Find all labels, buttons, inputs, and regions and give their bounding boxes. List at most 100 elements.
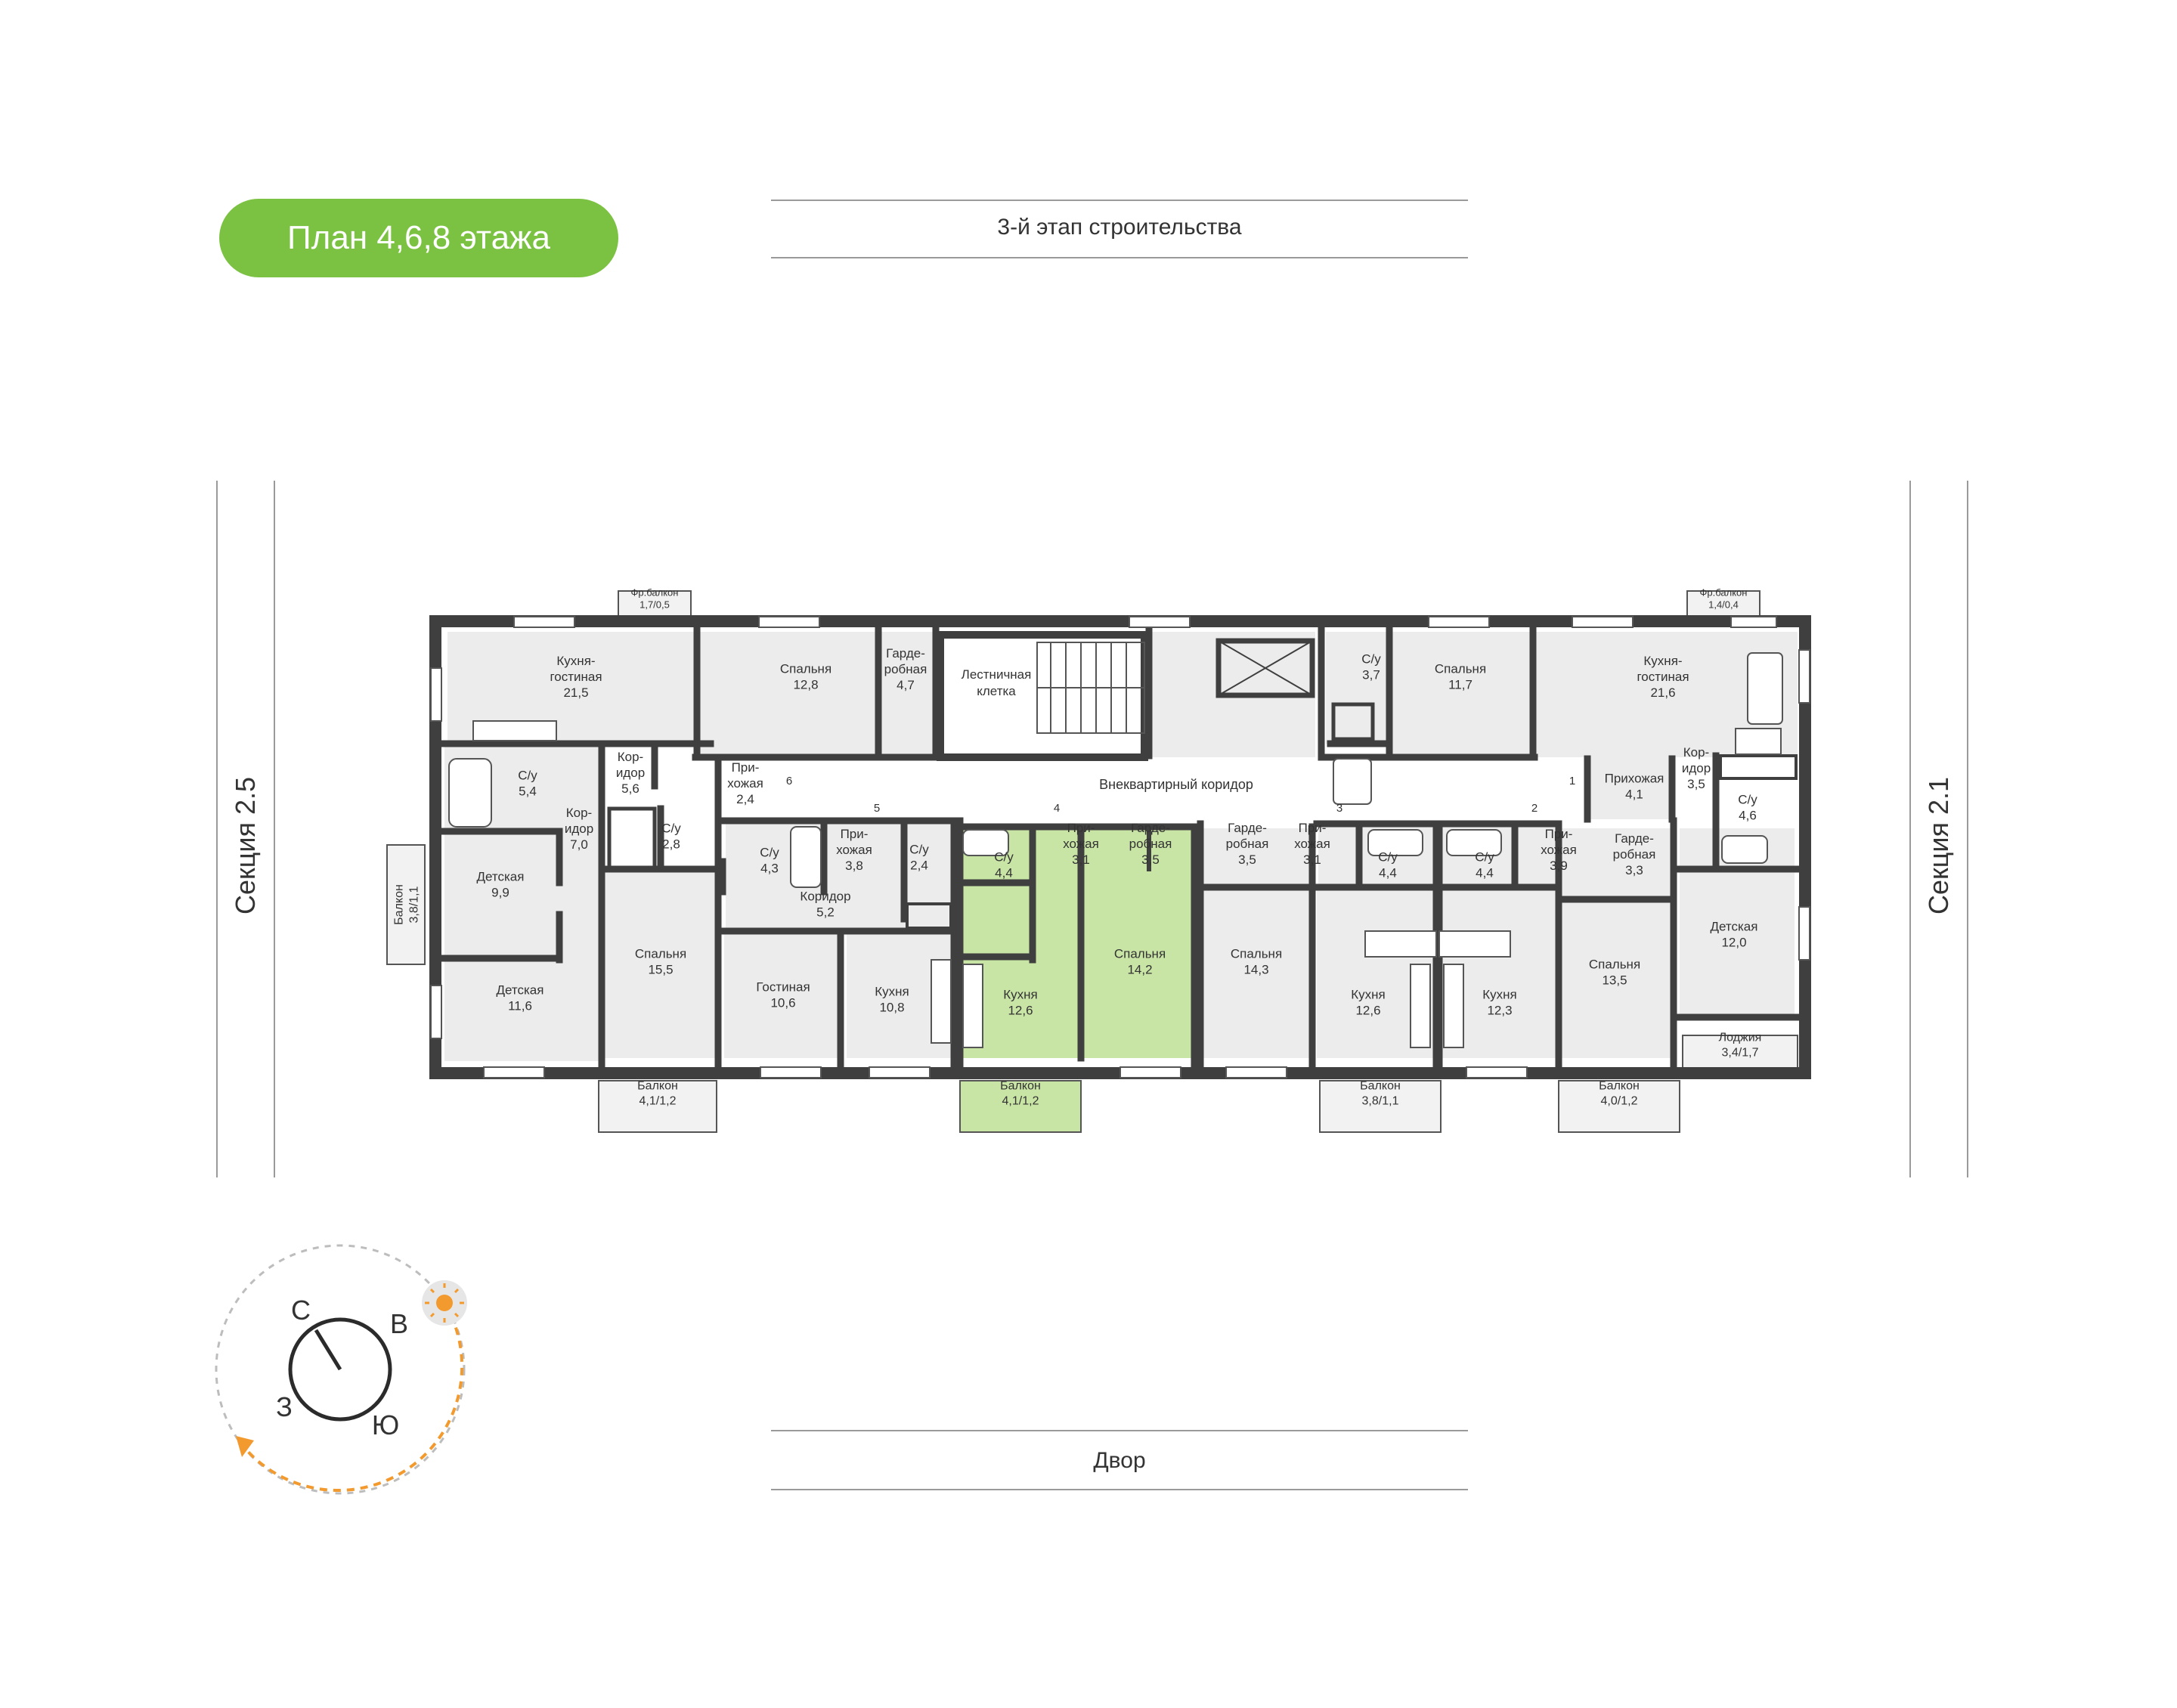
room-label-line: 11,7: [1448, 677, 1472, 692]
room-label-line: 5,2: [816, 905, 835, 919]
room-label-line: Спальня: [1435, 661, 1486, 676]
room-label-line: С/у: [760, 845, 779, 859]
compass-south: Ю: [372, 1409, 399, 1440]
room-label-line: При-: [841, 827, 869, 841]
floor-fr-balcony-left: [618, 590, 692, 620]
room-label-line: Спальня: [635, 946, 686, 961]
sun-path-arc: [242, 1301, 464, 1492]
room-label-line: хожая: [1294, 837, 1330, 851]
room-label-line: 12,8: [793, 677, 818, 692]
sun-icon: [436, 1295, 453, 1311]
door-number-5: 5: [874, 802, 880, 815]
compass-needle: [314, 1329, 342, 1371]
room-label-line: Кор-: [566, 806, 592, 820]
room-label-line: 3,1: [1072, 852, 1090, 867]
sun-rays-icon: [425, 1283, 464, 1323]
room-label-line: 10,8: [879, 1000, 904, 1014]
room-label-line: 12,6: [1008, 1003, 1033, 1017]
corridor-label: Внеквартирный коридор: [1099, 777, 1253, 792]
room-label-line: С/у: [994, 849, 1014, 864]
floor-balcony-2: [959, 1080, 1082, 1133]
room-label-line: Спальня: [1114, 946, 1166, 961]
room-label-line: 14,3: [1243, 962, 1268, 976]
room-label-line: При-: [1545, 827, 1573, 841]
room-label-line: хожая: [727, 776, 763, 791]
door-number-1: 1: [1569, 775, 1575, 787]
room-label-line: С/у: [661, 821, 681, 835]
floor-bedroom-11-7: [1389, 632, 1533, 757]
room-label-line: 7,0: [570, 837, 588, 852]
room-label-line: 3,9: [1550, 859, 1568, 873]
right-section-line-a: [1909, 481, 1911, 1177]
room-label-line: 4,4: [995, 865, 1013, 880]
room-label-line: Прихожая: [1605, 771, 1664, 785]
floor-bath-3-7: [1326, 632, 1389, 744]
room-label-line: робная: [1226, 837, 1269, 851]
bottom-caption-line-upper: [771, 1430, 1468, 1431]
room-label-line: 5,4: [519, 784, 537, 798]
floor-balcony-4: [1558, 1080, 1680, 1133]
room-label-line: Кухня: [875, 984, 909, 998]
room-label-line: 4,6: [1739, 808, 1757, 822]
room-label-line: Гарде-: [1228, 821, 1267, 835]
room-label: При-хожая 3,9: [1541, 827, 1577, 873]
room-label-line: 4,1: [1625, 787, 1643, 801]
room-label-line: гостиная: [550, 670, 602, 684]
room-label-line: 4,4: [1476, 865, 1494, 880]
top-caption-line-lower: [771, 257, 1468, 258]
balcony-label-line: 3,8/1,1: [1362, 1095, 1399, 1108]
right-section-line-b: [1967, 481, 1968, 1177]
floor-living-10-6: [724, 934, 841, 1058]
room-label-line: 3,3: [1625, 863, 1643, 877]
room-label-line: Детская: [1711, 919, 1758, 933]
room-label-line: робная: [1129, 837, 1172, 851]
room-label-line: хожая: [1063, 837, 1099, 851]
sun-path-arrow-icon: [236, 1436, 254, 1457]
balcony-label-line: 4,0/1,2: [1601, 1095, 1638, 1108]
room-label-line: 21,6: [1650, 685, 1675, 700]
room-label-line: Гостиная: [756, 979, 810, 994]
door-number-4: 4: [1054, 802, 1060, 815]
room-label-line: 5,6: [621, 781, 639, 796]
compass-west: З: [276, 1391, 293, 1422]
floor-loggia: [1682, 1035, 1798, 1069]
bottom-caption: Двор: [1093, 1448, 1146, 1473]
compass-east: В: [390, 1308, 408, 1339]
room-label-line: При-: [732, 760, 760, 775]
room-label-line: идор: [1682, 761, 1711, 775]
floor-bedroom-15-5: [605, 871, 718, 1058]
balcony-label: Балкон 3,8/1,1: [1360, 1080, 1401, 1108]
balcony-label-line: Балкон: [393, 884, 406, 925]
room-label-line: Детская: [477, 869, 525, 883]
room-label-line: Гарде-: [1615, 831, 1654, 846]
room-label-line: гостиная: [1637, 670, 1689, 684]
top-caption-line-upper: [771, 200, 1468, 201]
room-label-line: С/у: [909, 842, 929, 856]
room-label-line: 11,6: [508, 998, 532, 1013]
room-label-line: Детская: [497, 982, 544, 997]
room-label-line: Кор-: [1683, 745, 1709, 760]
balcony-label-line: Балкон: [1360, 1080, 1401, 1093]
room-label-line: Спальня: [1231, 946, 1282, 961]
room-label-line: хожая: [1541, 843, 1577, 857]
